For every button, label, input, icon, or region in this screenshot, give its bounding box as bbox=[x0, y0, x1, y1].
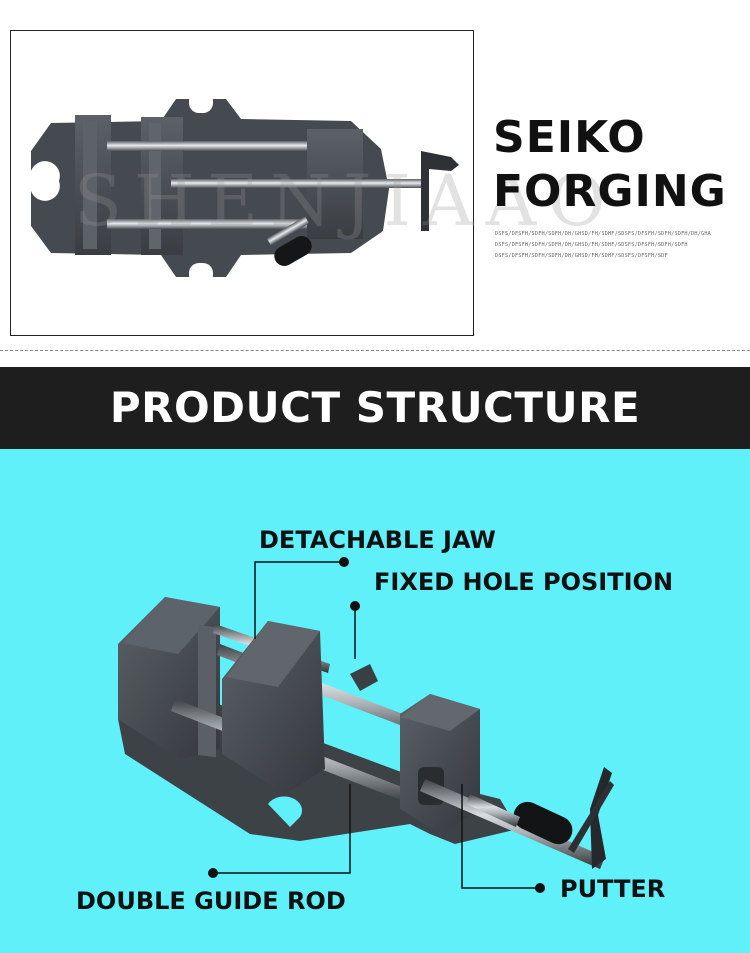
vise-top-view-image bbox=[31, 91, 459, 285]
section-divider bbox=[0, 350, 750, 351]
vise-perspective-image bbox=[118, 557, 614, 893]
label-fixed-hole-position: FIXED HOLE POSITION bbox=[374, 568, 674, 596]
product-photo-frame bbox=[10, 30, 474, 336]
section-header-band: PRODUCT STRUCTURE bbox=[0, 367, 750, 449]
brand-code-text: DSFS/DFSFH/SDFH/SDFH/DH/GHSD/FH/SDHF/SDS… bbox=[495, 229, 745, 262]
code-line: DSFS/DFSFH/SDFH/SDFH/DH/GHSD/FH/SDHF/SDS… bbox=[495, 253, 668, 259]
brand-title-line1: SEIKO bbox=[493, 112, 646, 163]
brand-title-line2: FORGING bbox=[493, 166, 727, 217]
label-putter: PUTTER bbox=[560, 875, 666, 903]
label-double-guide-rod: DOUBLE GUIDE ROD bbox=[76, 887, 346, 915]
code-line: DSFS/DFSFH/SDFH/SDFH/DH/GHSD/FH/SDHF/SDS… bbox=[495, 242, 688, 248]
product-structure-diagram: DETACHABLE JAW FIXED HOLE POSITION DOUBL… bbox=[0, 449, 750, 953]
label-detachable-jaw: DETACHABLE JAW bbox=[259, 526, 496, 554]
code-line: DSFS/DFSFH/SDFH/SDFH/DH/GHSD/FH/SDHF/SDS… bbox=[495, 231, 712, 237]
section-title: PRODUCT STRUCTURE bbox=[109, 383, 641, 432]
